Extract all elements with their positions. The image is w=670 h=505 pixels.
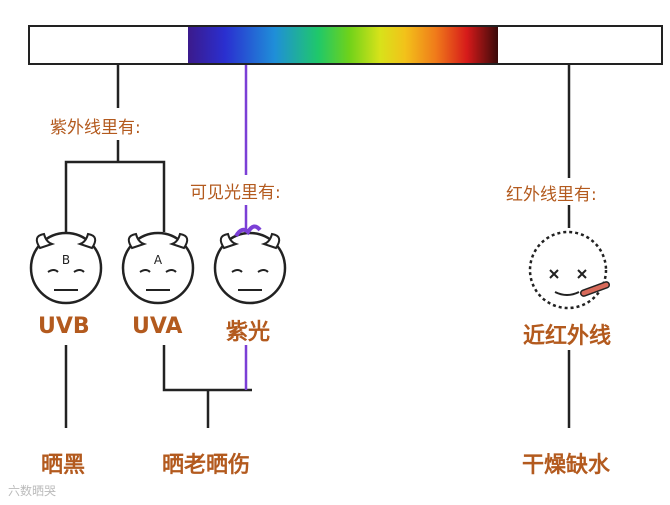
violet-label: 紫光: [226, 320, 271, 345]
uva-forehead-mark: A: [154, 253, 163, 267]
ir-heading: 红外线里有:: [506, 185, 597, 205]
uv-branch: [64, 140, 166, 232]
watermark: 六数晒哭: [8, 484, 57, 498]
effect-aging: 晒老晒伤: [162, 453, 251, 478]
effect-dry: 干燥缺水: [522, 453, 611, 478]
violet-face: [213, 231, 287, 305]
spectrum-bar: [28, 25, 663, 65]
uv-heading: 紫外线里有:: [50, 118, 141, 138]
uvb-forehead-mark: B: [62, 253, 70, 267]
effect-tan: 晒黑: [41, 453, 86, 478]
uvb-label: UVB: [38, 314, 90, 339]
visible-light-band: [188, 27, 498, 63]
uva-down-line: [162, 345, 252, 428]
uvb-face: [29, 231, 103, 305]
uva-face: [121, 231, 195, 305]
visible-heading: 可见光里有:: [190, 183, 281, 203]
uva-label: UVA: [132, 314, 183, 339]
near-ir-label: 近红外线: [523, 324, 612, 349]
nir-face: [528, 230, 608, 310]
